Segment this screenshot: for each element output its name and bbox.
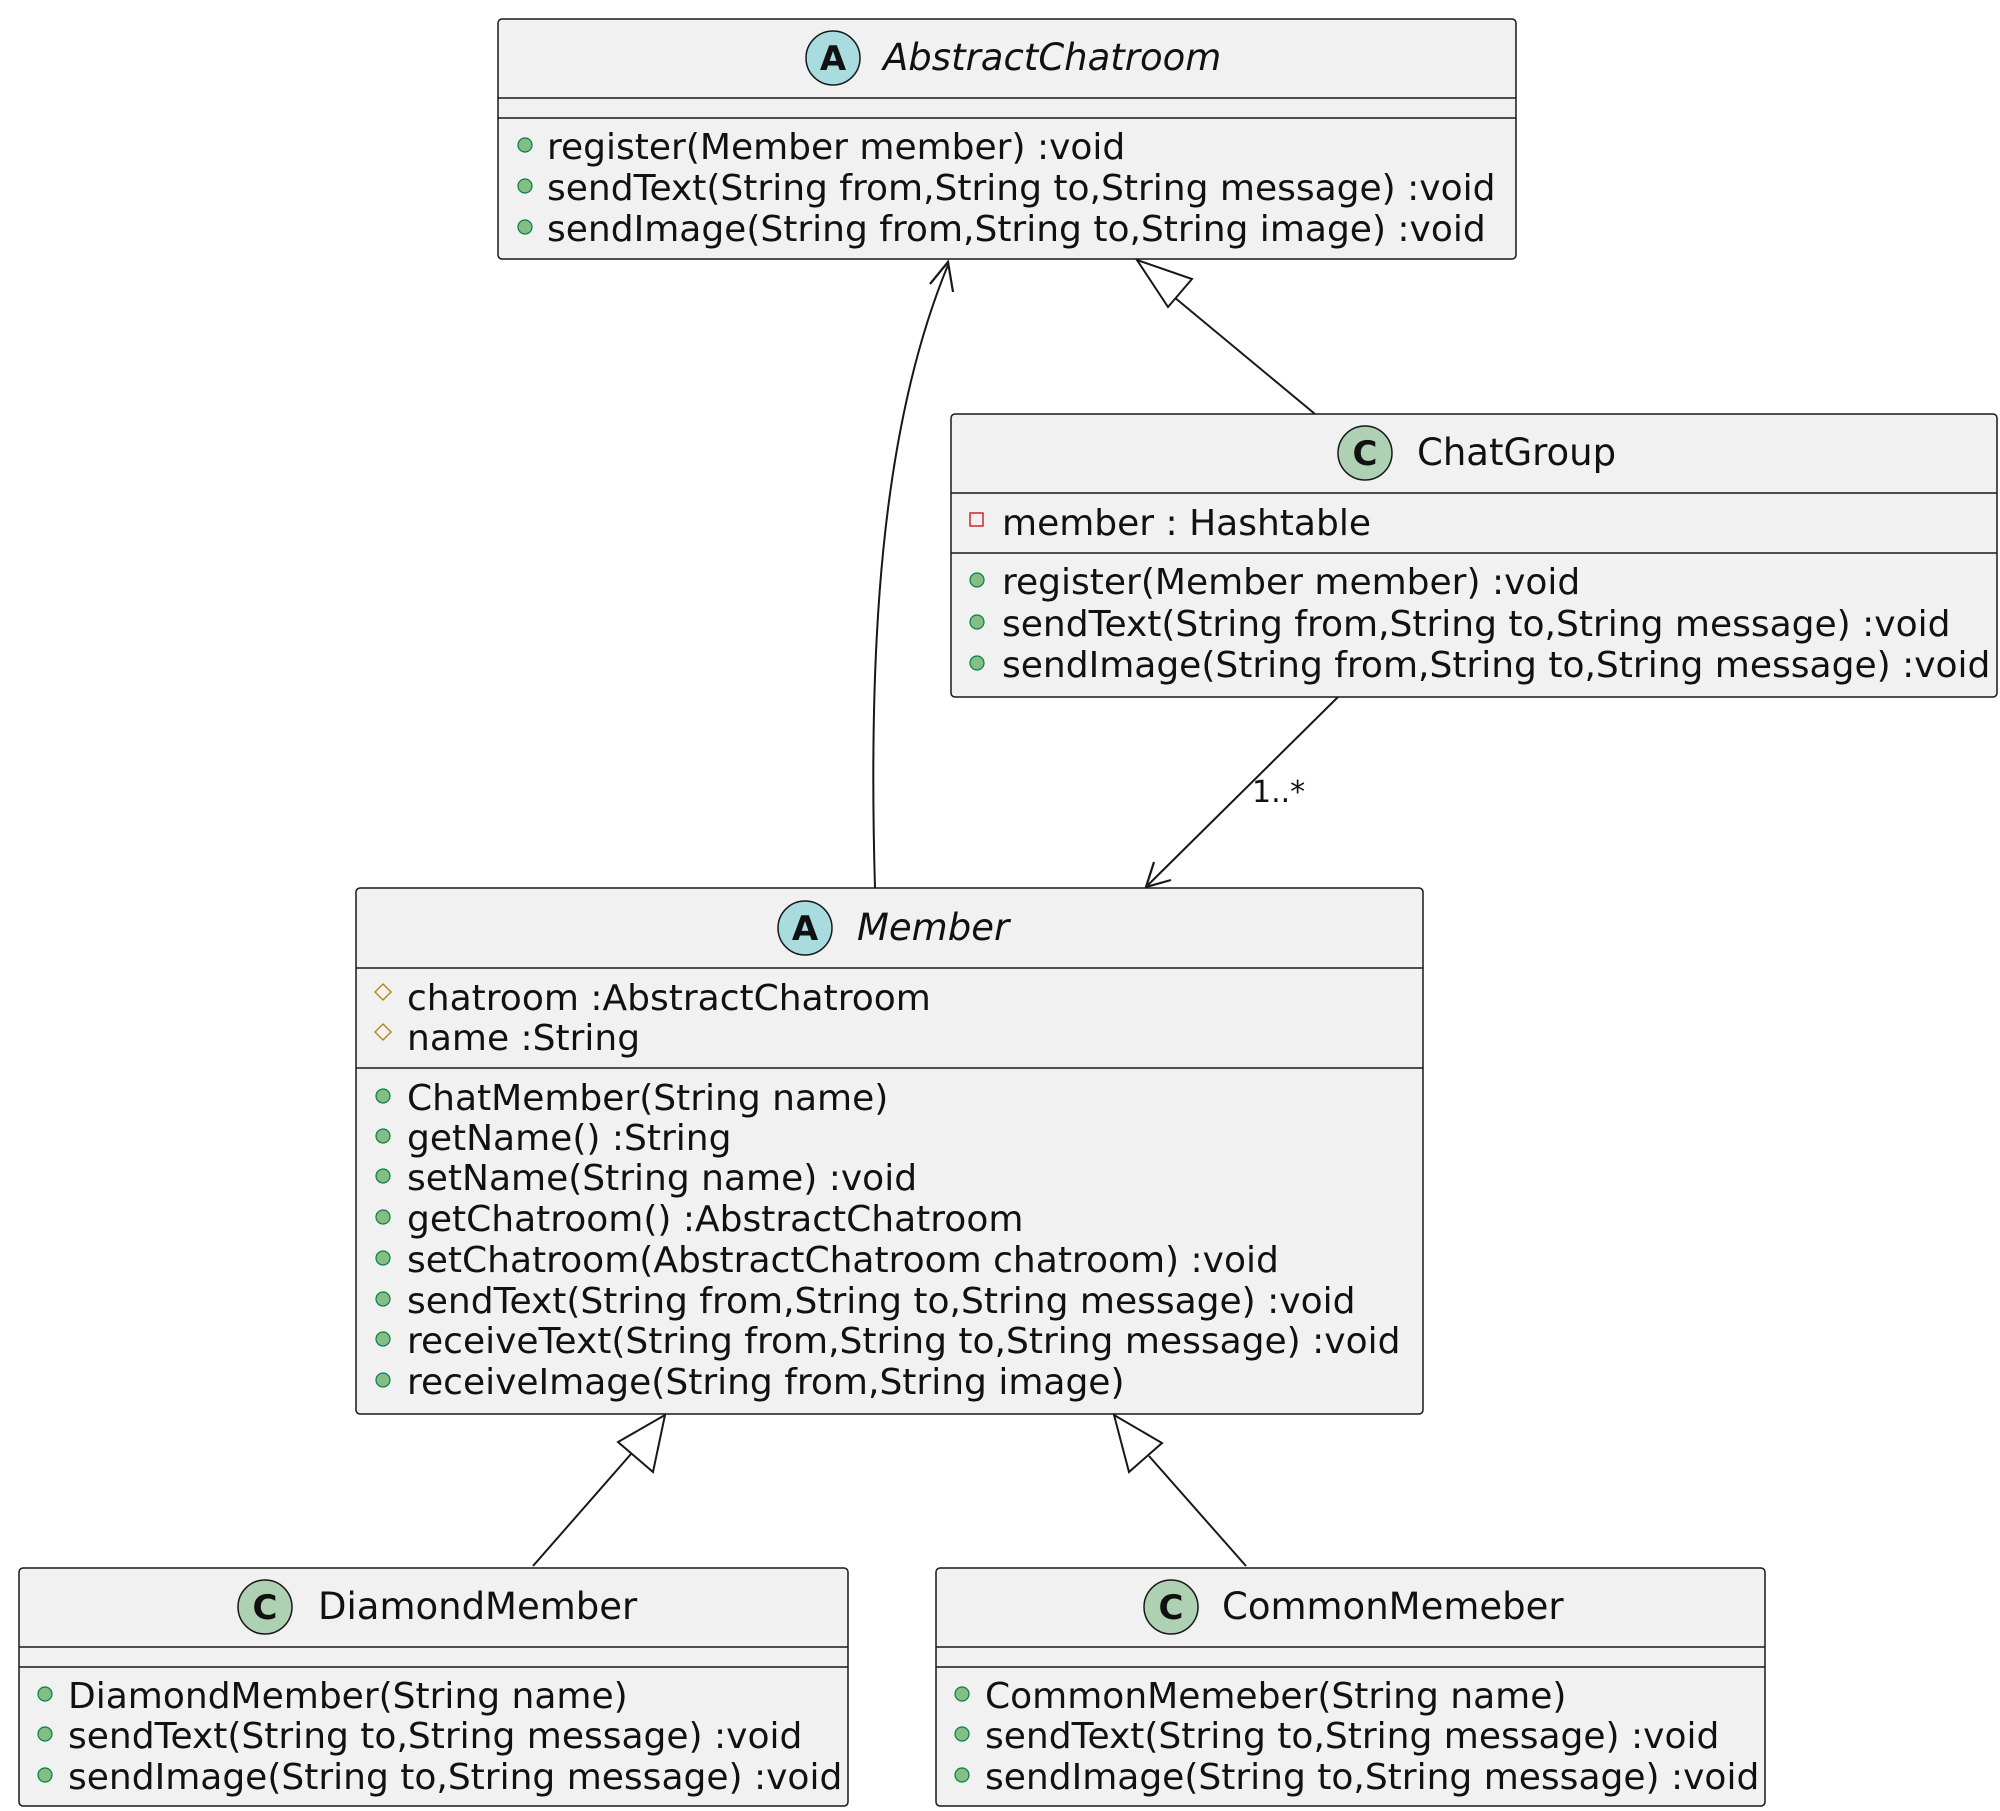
method: DiamondMember(String name)	[68, 1676, 628, 1717]
association-arrowhead-member	[1144, 861, 1172, 889]
class-name: AbstractChatroom	[881, 36, 1221, 79]
method: sendText(String to,String message) :void	[68, 1716, 802, 1757]
method: sendImage(String to,String message) :voi…	[68, 1757, 842, 1798]
method: receiveImage(String from,String image)	[407, 1362, 1125, 1403]
method: sendText(String from,String to,String me…	[1002, 604, 1950, 645]
inheritance-triangle-member-right	[1112, 1412, 1164, 1474]
class-name: CommonMemeber	[1222, 1585, 1564, 1628]
class-abstractchatroom: A AbstractChatroom register(Member membe…	[497, 18, 1517, 260]
protected-icon	[373, 1022, 393, 1042]
method: sendImage(String from,String to,String i…	[547, 209, 1486, 250]
method: setName(String name) :void	[407, 1158, 917, 1199]
class-badge-letter: C	[1353, 434, 1378, 474]
class-chatgroup: C ChatGroup member : Hashtable register(…	[950, 413, 1998, 698]
association-member-to-abstractchatroom	[872, 264, 949, 889]
class-badge-letter: C	[1159, 1588, 1184, 1628]
method: CommonMemeber(String name)	[985, 1676, 1566, 1717]
public-icon	[517, 178, 533, 194]
method: register(Member member) :void	[547, 127, 1125, 168]
public-icon	[375, 1250, 391, 1266]
field: chatroom :AbstractChatroom	[407, 978, 931, 1019]
public-icon	[517, 219, 533, 235]
class-badge-icon	[1337, 425, 1393, 481]
public-icon	[375, 1088, 391, 1104]
public-icon	[375, 1168, 391, 1184]
abstract-badge-letter: A	[792, 909, 819, 949]
method: receiveText(String from,String to,String…	[407, 1321, 1400, 1362]
method: getChatroom() :AbstractChatroom	[407, 1199, 1023, 1240]
method: setChatroom(AbstractChatroom chatroom) :…	[407, 1240, 1279, 1281]
method: ChatMember(String name)	[407, 1078, 888, 1119]
method: getName() :String	[407, 1118, 731, 1159]
public-icon	[954, 1686, 970, 1702]
abstract-badge-icon	[805, 30, 861, 86]
public-icon	[969, 614, 985, 630]
public-icon	[517, 137, 533, 153]
abstract-badge-icon	[777, 900, 833, 956]
class-name: DiamondMember	[318, 1585, 638, 1628]
public-icon	[969, 572, 985, 588]
public-icon	[954, 1767, 970, 1783]
public-icon	[375, 1372, 391, 1388]
class-name: Member	[857, 906, 1012, 949]
inheritance-triangle-member-left	[616, 1413, 667, 1474]
public-icon	[954, 1726, 970, 1742]
method: sendImage(String to,String message) :voi…	[985, 1757, 1759, 1798]
abstract-badge-letter: A	[820, 39, 847, 79]
multiplicity-label: 1..*	[1252, 775, 1305, 810]
inheritance-chatgroup-line	[1173, 296, 1316, 415]
method: sendImage(String from,String to,String m…	[1002, 645, 1990, 686]
method: sendText(String from,String to,String me…	[547, 168, 1495, 209]
public-icon	[375, 1291, 391, 1307]
field: name :String	[407, 1018, 640, 1059]
class-diamondmember: C DiamondMember DiamondMember(String nam…	[18, 1567, 849, 1807]
inheritance-commonmemeber-line	[1148, 1455, 1247, 1567]
public-icon	[375, 1209, 391, 1225]
inheritance-diamondmember-line	[532, 1453, 632, 1567]
protected-icon	[373, 982, 393, 1002]
public-icon	[37, 1726, 53, 1742]
public-icon	[969, 655, 985, 671]
association-arrowhead-abstractchatroom	[929, 259, 955, 293]
class-commonmemeber: C CommonMemeber CommonMemeber(String nam…	[935, 1567, 1766, 1807]
method: sendText(String to,String message) :void	[985, 1716, 1719, 1757]
public-icon	[375, 1128, 391, 1144]
public-icon	[375, 1331, 391, 1347]
method: register(Member member) :void	[1002, 562, 1580, 603]
private-icon	[969, 512, 984, 527]
class-member: A Member chatroom :AbstractChatroom name…	[355, 887, 1424, 1415]
class-name: ChatGroup	[1417, 431, 1616, 474]
method: sendText(String from,String to,String me…	[407, 1281, 1355, 1322]
inheritance-triangle-abstractchatroom	[1134, 258, 1194, 309]
class-badge-letter: C	[253, 1588, 278, 1628]
class-badge-icon	[237, 1579, 293, 1635]
public-icon	[37, 1767, 53, 1783]
field: member : Hashtable	[1002, 503, 1371, 544]
association-chatgroup-to-member	[1147, 696, 1339, 886]
relations: 1..*	[532, 258, 1339, 1567]
public-icon	[37, 1686, 53, 1702]
class-badge-icon	[1143, 1579, 1199, 1635]
